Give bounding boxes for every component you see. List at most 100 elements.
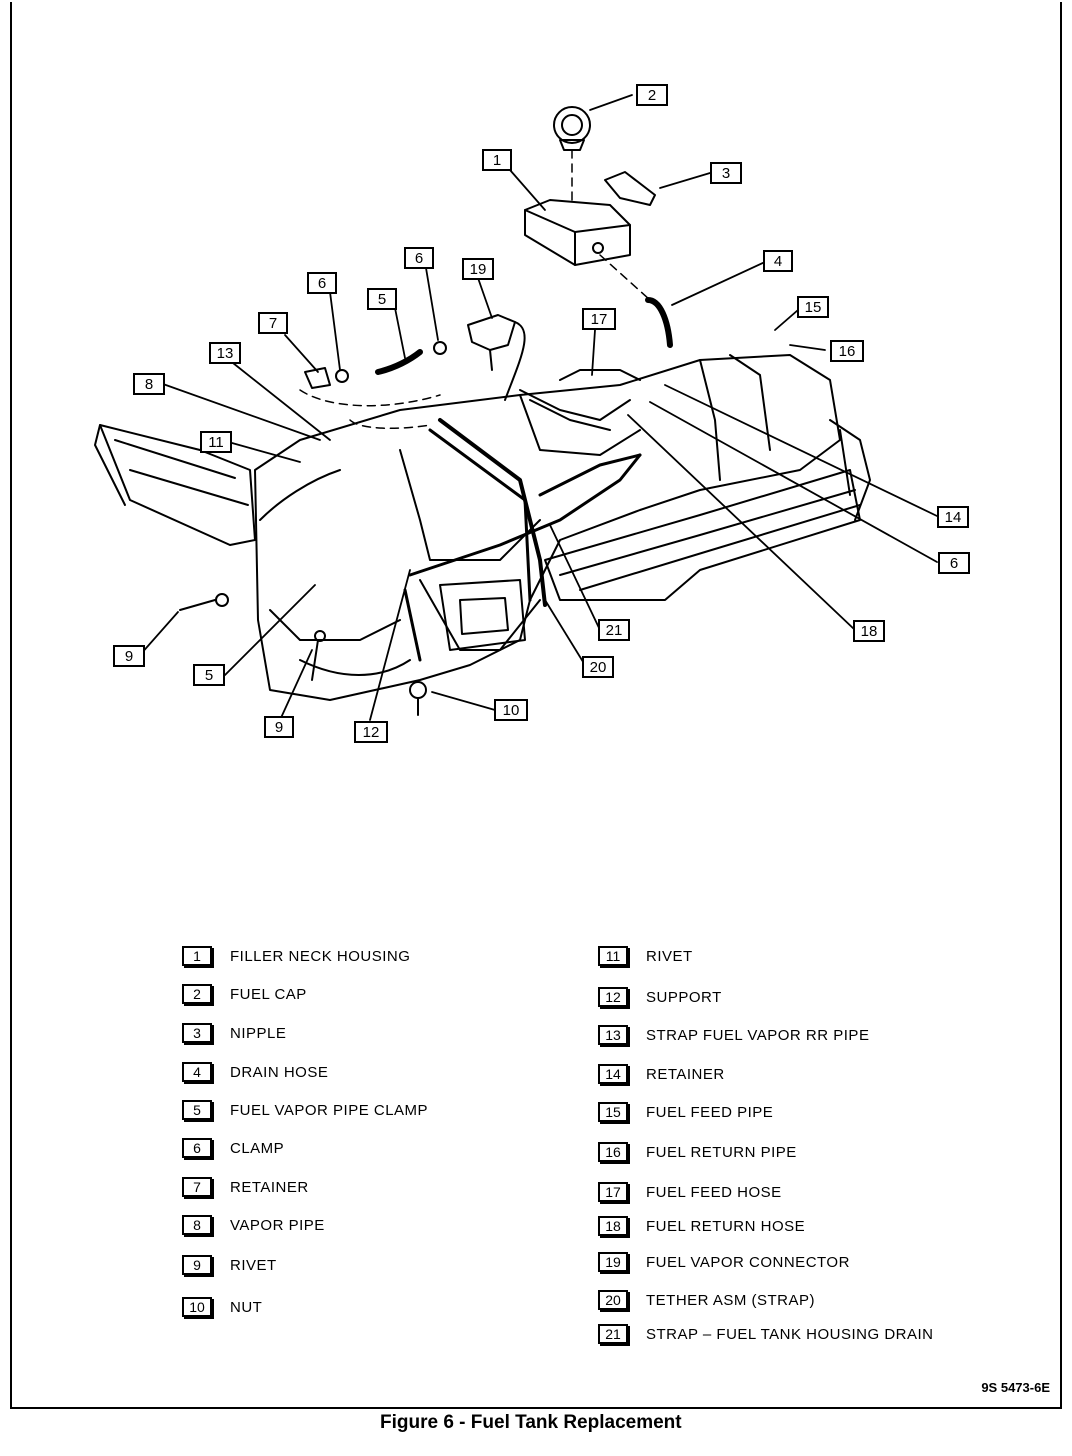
- legend-item: 1 FILLER NECK HOUSING: [182, 945, 410, 967]
- legend-item: 5 FUEL VAPOR PIPE CLAMP: [182, 1099, 428, 1121]
- legend-number: 15: [598, 1102, 628, 1122]
- legend-number: 7: [182, 1177, 212, 1197]
- callout-11: 11: [200, 431, 232, 453]
- legend-label: FUEL RETURN PIPE: [646, 1143, 797, 1161]
- legend-label: NIPPLE: [230, 1024, 287, 1042]
- callout-15: 15: [797, 296, 829, 318]
- rivets: [179, 593, 427, 716]
- legend-label: VAPOR PIPE: [230, 1216, 325, 1234]
- legend-number: 9: [182, 1255, 212, 1275]
- legend-item: 13 STRAP FUEL VAPOR RR PIPE: [598, 1024, 869, 1046]
- legend-item: 3 NIPPLE: [182, 1022, 286, 1044]
- legend-number: 17: [598, 1182, 628, 1202]
- legend-label: RIVET: [230, 1256, 277, 1274]
- legend-label: RETAINER: [646, 1065, 725, 1083]
- legend-number: 12: [598, 987, 628, 1007]
- legend-item: 4 DRAIN HOSE: [182, 1061, 328, 1083]
- legend-number: 13: [598, 1025, 628, 1045]
- callout-6: 6: [938, 552, 970, 574]
- legend-item: 2 FUEL CAP: [182, 983, 307, 1005]
- figure-id: 9S 5473-6E: [981, 1380, 1050, 1395]
- callout-10: 10: [494, 699, 528, 721]
- legend-number: 2: [182, 984, 212, 1004]
- leader-lines: [139, 94, 938, 721]
- legend-label: STRAP – FUEL TANK HOUSING DRAIN: [646, 1325, 934, 1343]
- legend-number: 18: [598, 1216, 628, 1236]
- nipple: [604, 171, 656, 206]
- legend-label: TETHER ASM (STRAP): [646, 1291, 816, 1309]
- legend-label: RIVET: [646, 947, 693, 965]
- legend-number: 11: [598, 946, 628, 966]
- legend-item: 10 NUT: [182, 1296, 262, 1318]
- legend-item: 16 FUEL RETURN PIPE: [598, 1141, 797, 1163]
- legend-label: SUPPORT: [646, 988, 722, 1006]
- legend-number: 20: [598, 1290, 628, 1310]
- legend-label: FUEL VAPOR CONNECTOR: [646, 1253, 850, 1271]
- drain-hose: [645, 297, 673, 348]
- legend-number: 3: [182, 1023, 212, 1043]
- callout-20: 20: [582, 656, 614, 678]
- callout-7: 7: [258, 312, 288, 334]
- legend-number: 14: [598, 1064, 628, 1084]
- legend-number: 5: [182, 1100, 212, 1120]
- callout-2: 2: [636, 84, 668, 106]
- callout-9: 9: [113, 645, 145, 667]
- callout-12: 12: [354, 721, 388, 743]
- legend-label: CLAMP: [230, 1139, 285, 1157]
- callout-8: 8: [133, 373, 165, 395]
- legend-number: 8: [182, 1215, 212, 1235]
- legend-item: 20 TETHER ASM (STRAP): [598, 1289, 815, 1311]
- callout-6: 6: [404, 247, 434, 269]
- legend-label: FUEL VAPOR PIPE CLAMP: [230, 1101, 429, 1119]
- legend-label: FUEL FEED PIPE: [646, 1103, 774, 1121]
- legend-label: FUEL FEED HOSE: [646, 1183, 782, 1201]
- legend-item: 21 STRAP – FUEL TANK HOUSING DRAIN: [598, 1323, 934, 1345]
- callout-21: 21: [598, 619, 630, 641]
- callout-3: 3: [710, 162, 742, 184]
- frame-rail-right: [544, 419, 871, 601]
- vapor-connector: [467, 314, 526, 401]
- legend-label: STRAP FUEL VAPOR RR PIPE: [646, 1026, 870, 1044]
- callout-14: 14: [937, 506, 969, 528]
- vapor-hose: [304, 341, 447, 389]
- callout-5: 5: [193, 664, 225, 686]
- legend-item: 7 RETAINER: [182, 1176, 309, 1198]
- callout-16: 16: [830, 340, 864, 362]
- legend-number: 19: [598, 1252, 628, 1272]
- legend-number: 6: [182, 1138, 212, 1158]
- figure-caption: Figure 6 - Fuel Tank Replacement: [380, 1412, 682, 1433]
- fuel-pipes: [403, 369, 642, 662]
- legend-item: 19 FUEL VAPOR CONNECTOR: [598, 1251, 850, 1273]
- callout-5: 5: [367, 288, 397, 310]
- callout-13: 13: [209, 342, 241, 364]
- legend-item: 6 CLAMP: [182, 1137, 284, 1159]
- filler-neck-housing: [524, 199, 631, 266]
- legend-item: 17 FUEL FEED HOSE: [598, 1181, 782, 1203]
- legend-label: FUEL RETURN HOSE: [646, 1217, 806, 1235]
- callout-17: 17: [582, 308, 616, 330]
- fuel-tank-exploded-drawing: [94, 94, 938, 721]
- figure-frame: [10, 2, 1062, 1409]
- legend-item: 15 FUEL FEED PIPE: [598, 1101, 773, 1123]
- callout-1: 1: [482, 149, 512, 171]
- legend-item: 9 RIVET: [182, 1254, 277, 1276]
- legend-item: 14 RETAINER: [598, 1063, 725, 1085]
- legend-item: 11 RIVET: [598, 945, 693, 967]
- legend-label: DRAIN HOSE: [230, 1063, 329, 1081]
- callout-9: 9: [264, 716, 294, 738]
- legend-label: FUEL CAP: [230, 985, 307, 1003]
- legend-label: RETAINER: [230, 1178, 309, 1196]
- fuel-tank: [254, 354, 841, 701]
- assembly-lines: [299, 149, 651, 430]
- legend-label: FILLER NECK HOUSING: [230, 947, 411, 965]
- callout-18: 18: [853, 620, 885, 642]
- legend-number: 4: [182, 1062, 212, 1082]
- legend-number: 21: [598, 1324, 628, 1344]
- legend-label: NUT: [230, 1298, 263, 1316]
- legend-item: 8 VAPOR PIPE: [182, 1214, 325, 1236]
- callout-6: 6: [307, 272, 337, 294]
- legend-number: 10: [182, 1297, 212, 1317]
- legend-number: 1: [182, 946, 212, 966]
- legend-item: 12 SUPPORT: [598, 986, 722, 1008]
- callout-19: 19: [462, 258, 494, 280]
